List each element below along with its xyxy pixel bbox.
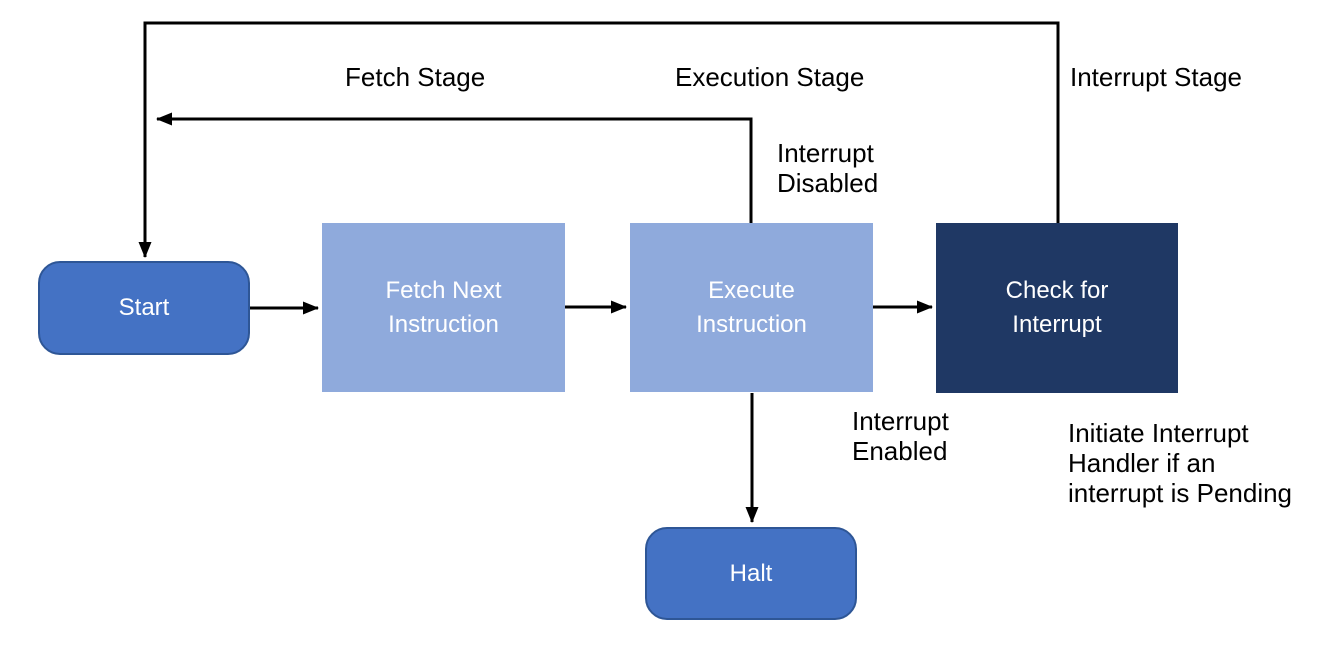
annotation-interrupt-handler-note: Initiate Interrupt Handler if an interru…: [1068, 418, 1293, 508]
arrow-execute-return-to-fetch-line: [156, 112, 753, 223]
node-halt: Halt: [645, 527, 857, 620]
stage-label-interrupt: Interrupt Stage: [1070, 62, 1242, 92]
node-start: Start: [38, 261, 250, 355]
annotation-interrupt-disabled: Interrupt Disabled: [777, 138, 879, 198]
annotation-interrupt-enabled: Interrupt Enabled: [852, 406, 949, 466]
stage-label-execution: Execution Stage: [675, 62, 865, 92]
node-fetch-next-instruction: Fetch Next Instruction: [322, 223, 565, 392]
arrow-check-loop-to-start: [138, 21, 1060, 258]
node-execute-instruction: Execute Instruction: [630, 223, 873, 392]
node-check-for-interrupt: Check for Interrupt: [936, 223, 1178, 393]
stage-label-fetch: Fetch Stage: [345, 62, 486, 92]
